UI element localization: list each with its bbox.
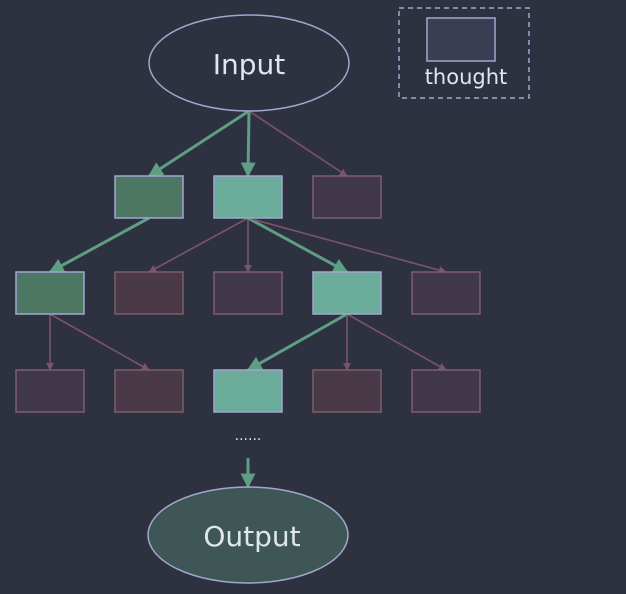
edge-l1-1-to-l2-4 bbox=[247, 217, 447, 274]
output-ellipse bbox=[147, 486, 349, 584]
edge-input-to-l1-0 bbox=[147, 109, 250, 178]
edges bbox=[46, 109, 447, 489]
thought-node-l3-2 bbox=[213, 369, 283, 413]
legend-border bbox=[398, 7, 530, 99]
thought-node-l2-4 bbox=[411, 271, 481, 315]
edge-input-to-l1-2 bbox=[248, 110, 348, 177]
thought-nodes bbox=[15, 175, 481, 413]
thought-node-l2-2 bbox=[213, 271, 283, 315]
input-label: Input bbox=[213, 48, 286, 81]
edge-l1-1-to-l2-1 bbox=[148, 217, 249, 273]
thought-node-l3-3 bbox=[312, 369, 382, 413]
output-node: Output bbox=[147, 486, 349, 584]
edge-l2-3-to-l3-2 bbox=[246, 312, 348, 372]
input-node: Input bbox=[148, 14, 350, 112]
thought-node-l3-4 bbox=[411, 369, 481, 413]
edge-l2-0-to-l3-1 bbox=[49, 313, 150, 371]
legend-thought-swatch bbox=[426, 17, 496, 62]
thought-node-l3-0 bbox=[15, 369, 85, 413]
thought-node-l2-0 bbox=[15, 271, 85, 315]
thought-node-l2-3 bbox=[312, 271, 382, 315]
output-label: Output bbox=[203, 520, 300, 553]
edge-l1-0-to-l2-0 bbox=[48, 216, 150, 274]
thought-node-l1-2 bbox=[312, 175, 382, 219]
thought-node-l2-1 bbox=[114, 271, 184, 315]
edge-l2-3-to-l3-4 bbox=[346, 313, 447, 371]
ellipsis-text: ...... bbox=[235, 428, 262, 444]
thought-node-l1-0 bbox=[114, 175, 184, 219]
edge-input-to-l1-1 bbox=[240, 110, 256, 178]
thought-node-l1-1 bbox=[213, 175, 283, 219]
legend: thought bbox=[398, 7, 530, 99]
edge-l1-1-to-l2-3 bbox=[247, 216, 349, 274]
legend-label: thought bbox=[425, 65, 508, 89]
thought-node-l3-1 bbox=[114, 369, 184, 413]
input-ellipse bbox=[148, 14, 350, 112]
